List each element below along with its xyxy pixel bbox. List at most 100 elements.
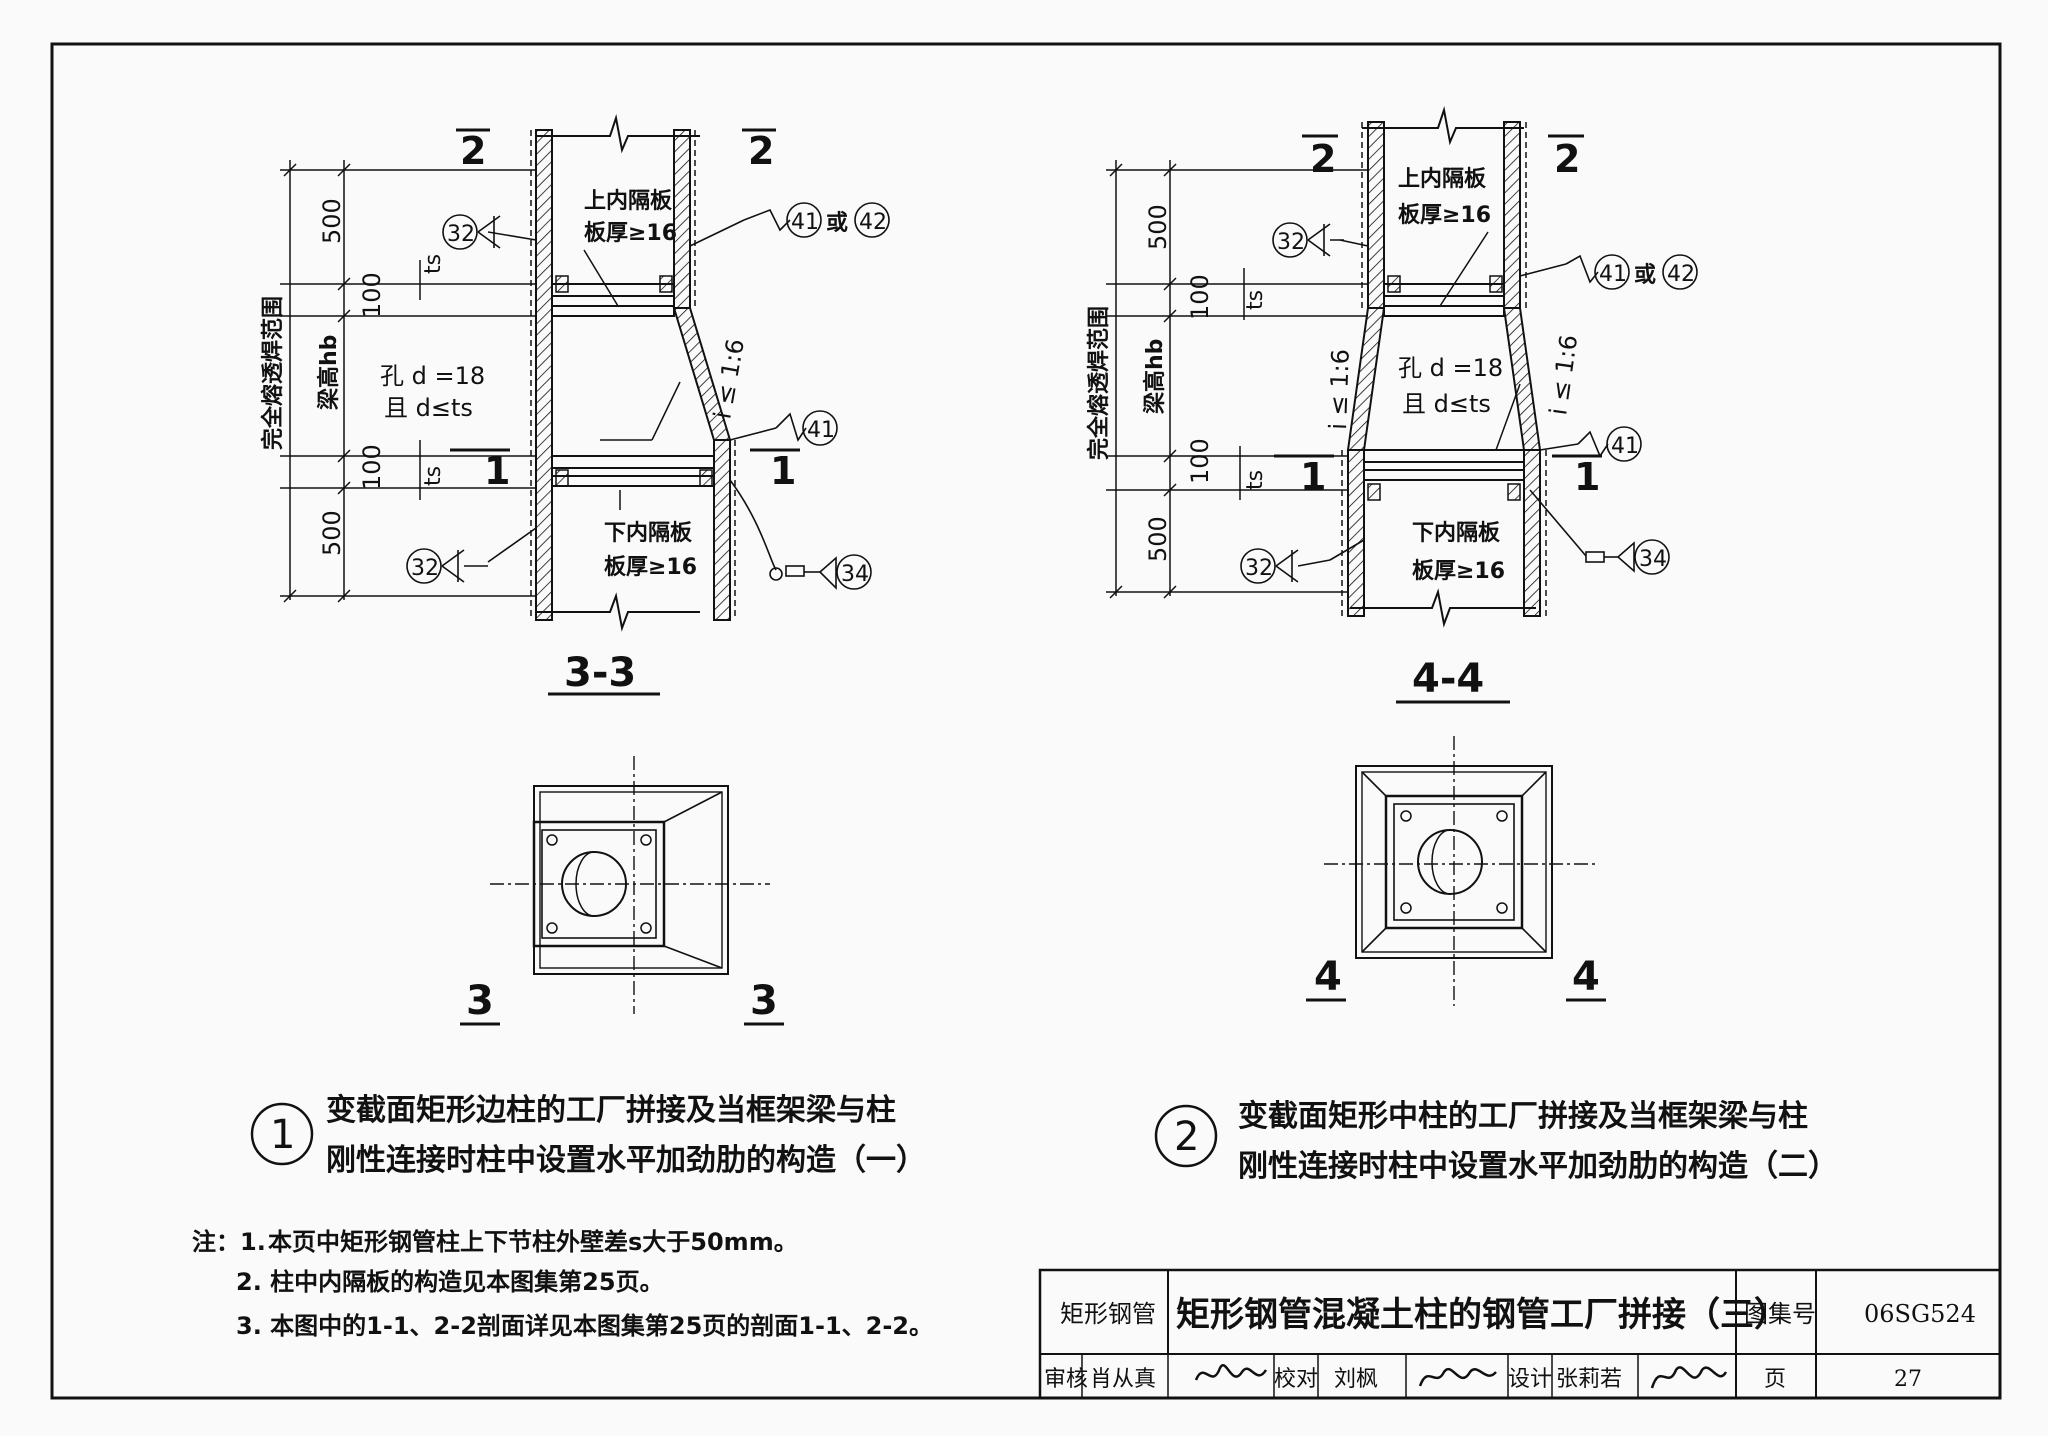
dim-500-lower-2: 500 bbox=[1144, 516, 1172, 562]
tb-design-name: 张莉若 bbox=[1556, 1367, 1622, 1392]
ts-lower-2: ts bbox=[1243, 470, 1268, 490]
caption-1-number: 1 bbox=[270, 1112, 295, 1158]
slope-label: i ≤ 1:6 bbox=[708, 337, 750, 421]
weld-41-42-2: 41 或 42 bbox=[1565, 254, 1698, 290]
upper-plate-label: 上内隔板 bbox=[584, 189, 673, 214]
tb-atlas-no: 06SG524 bbox=[1864, 1300, 1976, 1328]
note-1: 本页中矩形钢管柱上下节柱外壁差s大于50mm。 bbox=[268, 1228, 798, 1256]
svg-text:34: 34 bbox=[841, 562, 869, 587]
tb-title: 矩形钢管混凝土柱的钢管工厂拼接（三） bbox=[1176, 1295, 1788, 1335]
svg-text:32: 32 bbox=[1277, 230, 1305, 255]
dim-500-lower: 500 bbox=[318, 510, 346, 556]
diagram-3-3: 500 100 ts 100 ts 500 梁高hb 完全熔透焊范围 2 2 1… bbox=[260, 114, 890, 1026]
diagram-4-4: 500 100 ts 100 ts 500 梁高hb 完全熔透焊范围 2 2 1… bbox=[1086, 106, 1698, 1006]
dim-500-upper: 500 bbox=[318, 198, 346, 244]
lower-plate-thk: 板厚≥16 bbox=[604, 555, 697, 580]
weld-range-label: 完全熔透焊范围 bbox=[260, 296, 286, 450]
weld-41-lower: 41 bbox=[775, 410, 838, 446]
lower-plate-label: 下内隔板 bbox=[604, 521, 693, 546]
tb-atlas-label: 图集号 bbox=[1744, 1300, 1816, 1328]
tb-check-label: 校对 bbox=[1274, 1367, 1318, 1392]
tb-page-no: 27 bbox=[1894, 1367, 1922, 1392]
upper-plate-label-2: 上内隔板 bbox=[1398, 167, 1487, 192]
title-block: 矩形钢管 矩形钢管混凝土柱的钢管工厂拼接（三） 图集号 06SG524 审核 肖… bbox=[1038, 1268, 2002, 1400]
svg-text:34: 34 bbox=[1639, 547, 1667, 572]
dim-100-lower: 100 bbox=[358, 444, 386, 490]
ts-upper: ts bbox=[421, 254, 446, 274]
tb-category: 矩形钢管 bbox=[1060, 1300, 1156, 1328]
caption-2-line1: 变截面矩形中柱的工厂拼接及当框架梁与柱 bbox=[1238, 1099, 1808, 1134]
note-3: 3. 本图中的1-1、2-2剖面详见本图集第25页的剖面1-1、2-2。 bbox=[236, 1312, 933, 1340]
beam-height-label-2: 梁高hb bbox=[1142, 339, 1168, 415]
weld-32-upper-2: 32 bbox=[1272, 222, 1344, 258]
ts-upper-2: ts bbox=[1243, 290, 1268, 310]
section-mark-1-right-2: 1 bbox=[1574, 455, 1600, 499]
lower-plate-thk-2: 板厚≥16 bbox=[1412, 559, 1505, 584]
tb-check-name: 刘枫 bbox=[1334, 1367, 1378, 1392]
hole-cond-label: 且 d≤ts bbox=[384, 394, 473, 422]
svg-text:41: 41 bbox=[791, 210, 819, 235]
or-label: 或 bbox=[826, 210, 848, 236]
svg-text:41: 41 bbox=[807, 418, 835, 443]
section-mark-2-left: 2 bbox=[460, 129, 486, 173]
weld-34: 34 bbox=[818, 554, 872, 590]
notes-label: 注：1. bbox=[192, 1228, 266, 1256]
tb-review-label: 审核 bbox=[1044, 1367, 1088, 1392]
upper-plate-thk-2: 板厚≥16 bbox=[1398, 203, 1491, 228]
dim-100-upper: 100 bbox=[358, 272, 386, 318]
slope-label-left-2: i ≤ 1:6 bbox=[1324, 349, 1355, 431]
lower-plate-label-2: 下内隔板 bbox=[1412, 521, 1501, 546]
caption-1-line2: 刚性连接时柱中设置水平加劲肋的构造（一） bbox=[326, 1143, 926, 1178]
section-mark-2-right-2: 2 bbox=[1554, 137, 1580, 181]
weld-range-label-2: 完全熔透焊范围 bbox=[1086, 306, 1112, 460]
plan-view-3-3 bbox=[490, 756, 770, 1014]
dim-100-upper-2: 100 bbox=[1186, 274, 1214, 320]
svg-text:32: 32 bbox=[411, 556, 439, 581]
or-label-2: 或 bbox=[1634, 262, 1656, 288]
section-mark-1-right: 1 bbox=[770, 449, 796, 493]
section-title-4-4: 4-4 bbox=[1412, 656, 1484, 702]
sheet-border bbox=[50, 42, 2002, 1400]
svg-text:42: 42 bbox=[859, 210, 887, 235]
weld-32-lower: 32 bbox=[406, 548, 488, 584]
caption-2-number: 2 bbox=[1174, 1114, 1199, 1160]
hole-d-label: 孔 d =18 bbox=[380, 362, 485, 390]
caption-2-line2: 刚性连接时柱中设置水平加劲肋的构造（二） bbox=[1238, 1149, 1838, 1184]
weld-34-2: 34 bbox=[1616, 539, 1670, 575]
caption-2: 2 变截面矩形中柱的工厂拼接及当框架梁与柱 刚性连接时柱中设置水平加劲肋的构造（… bbox=[1154, 1099, 1838, 1184]
plan-mark-3-right: 3 bbox=[750, 978, 778, 1024]
note-2: 2. 柱中内隔板的构造见本图集第25页。 bbox=[236, 1268, 664, 1296]
tb-design-label: 设计 bbox=[1508, 1367, 1552, 1392]
upper-plate-thk: 板厚≥16 bbox=[584, 221, 677, 246]
section-mark-2-right: 2 bbox=[748, 129, 774, 173]
plan-mark-4-right: 4 bbox=[1572, 954, 1600, 1000]
signature-design bbox=[1650, 1366, 1728, 1389]
slope-label-right-2: i ≤ 1:6 bbox=[1544, 333, 1583, 417]
plan-mark-4-left: 4 bbox=[1314, 954, 1342, 1000]
svg-text:42: 42 bbox=[1667, 262, 1695, 287]
hole-d-label-2: 孔 d =18 bbox=[1398, 354, 1503, 382]
weld-41-lower-2: 41 bbox=[1577, 426, 1642, 462]
caption-1-line1: 变截面矩形边柱的工厂拼接及当框架梁与柱 bbox=[326, 1093, 896, 1128]
plan-view-4-4 bbox=[1324, 736, 1596, 1006]
svg-text:32: 32 bbox=[447, 222, 475, 247]
notes: 注：1. 本页中矩形钢管柱上下节柱外壁差s大于50mm。 2. 柱中内隔板的构造… bbox=[192, 1228, 933, 1340]
weld-41-42: 41 或 42 bbox=[743, 202, 890, 238]
signature-review bbox=[1194, 1364, 1268, 1381]
weld-32-upper: 32 bbox=[442, 214, 501, 250]
dim-100-lower-2: 100 bbox=[1186, 438, 1214, 484]
section-mark-1-left: 1 bbox=[484, 449, 510, 493]
hole-cond-label-2: 且 d≤ts bbox=[1402, 390, 1491, 418]
svg-text:32: 32 bbox=[1245, 556, 1273, 581]
beam-height-label: 梁高hb bbox=[316, 335, 342, 411]
section-title-3-3: 3-3 bbox=[564, 650, 636, 696]
ts-lower: ts bbox=[421, 466, 446, 486]
tb-page-label: 页 bbox=[1764, 1367, 1786, 1392]
plan-mark-3-left: 3 bbox=[466, 978, 494, 1024]
dim-500-upper-2: 500 bbox=[1144, 204, 1172, 250]
svg-text:41: 41 bbox=[1599, 262, 1627, 287]
section-mark-2-left-2: 2 bbox=[1310, 137, 1336, 181]
svg-text:41: 41 bbox=[1611, 434, 1639, 459]
